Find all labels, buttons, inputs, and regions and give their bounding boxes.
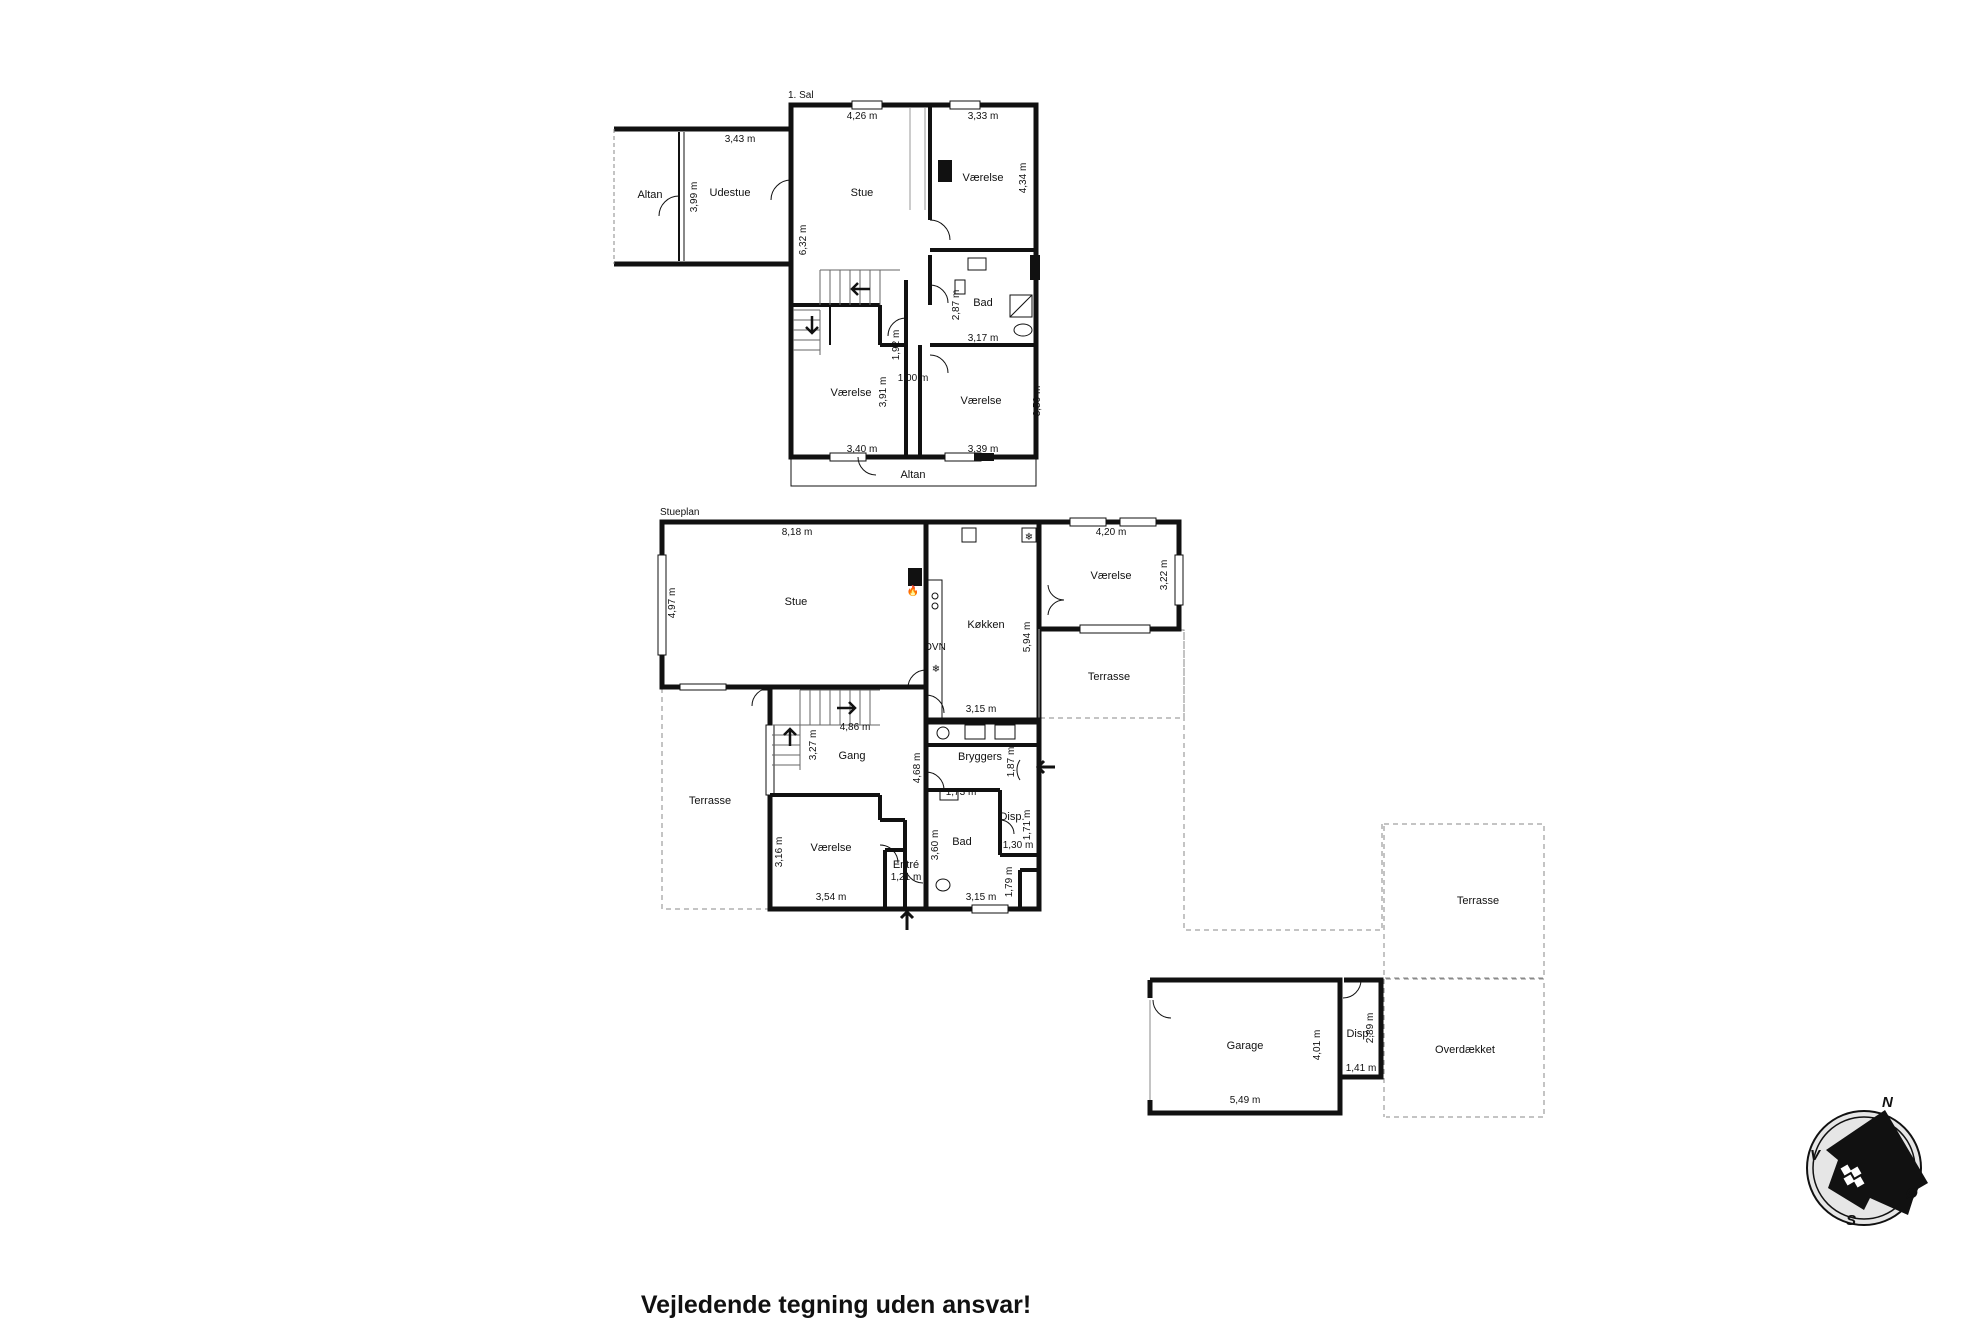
ground-room-entre: Entré xyxy=(893,859,919,871)
out-dim-garage-h: 4,01 m xyxy=(1312,1030,1323,1061)
ground-dim-disp-w: 1,30 m xyxy=(1003,840,1034,851)
upper-dim-vaerelse-w: 3,33 m xyxy=(968,111,999,122)
upper-dim-vaerelse-sw-h: 3,91 m xyxy=(878,377,889,408)
compass-west: V xyxy=(1810,1147,1822,1164)
ground-dim-vaerelse-h: 3,16 m xyxy=(774,837,785,868)
ground-dim-kokken-h: 5,94 m xyxy=(1022,622,1033,653)
ground-room-bryggers: Bryggers xyxy=(958,751,1003,763)
out-dim-disp-w: 1,41 m xyxy=(1346,1063,1377,1074)
ground-room-terrasse-east: Terrasse xyxy=(1088,671,1130,683)
out-dim-disp-h: 2,89 m xyxy=(1365,1013,1376,1044)
upper-dim-stue-w: 4,26 m xyxy=(847,111,878,122)
ground-dim-bad-h: 3,60 m xyxy=(930,830,941,861)
upper-room-stue: Stue xyxy=(851,187,874,199)
ground-floor-title: Stueplan xyxy=(660,507,699,518)
upper-dim-vaerelse-sw-w: 3,40 m xyxy=(847,444,878,455)
out-room-overdaekket: Overdækket xyxy=(1435,1044,1495,1056)
outbuilding: Terrasse Garage Disp. Overdækket 4,01 m … xyxy=(1147,823,1545,1118)
ground-room-terrasse-west: Terrasse xyxy=(689,795,731,807)
oven-label: OVN xyxy=(924,642,946,653)
upper-dim-hall-h: 1,92 m xyxy=(891,330,902,361)
out-dim-garage-w: 5,49 m xyxy=(1230,1095,1261,1106)
upper-room-altan: Altan xyxy=(637,189,662,201)
upper-room-udestue: Udestue xyxy=(710,187,751,199)
compass-east: Ø xyxy=(1906,1185,1919,1202)
upper-dim-bad-w: 3,17 m xyxy=(968,333,999,344)
fridge-icon: ❄ xyxy=(932,664,940,675)
fireplace-icon: 🔥 xyxy=(907,584,919,597)
ground-dim-shower-h: 1,79 m xyxy=(1004,867,1015,898)
upper-dim-vaerelse-h: 4,34 m xyxy=(1018,163,1029,194)
ground-dim-vaerelse-h: 3,22 m xyxy=(1159,560,1170,591)
upper-dim-udestue-h: 3,99 m xyxy=(689,182,700,213)
upper-dim-vaerelse-se-h: 3,50 m xyxy=(1032,386,1043,417)
ground-dim-gang-h: 3,27 m xyxy=(808,730,819,761)
ground-dim-bad-w: 3,15 m xyxy=(966,892,997,903)
ground-room-gang: Gang xyxy=(839,750,866,762)
ground-dim-stue-w: 8,18 m xyxy=(782,527,813,538)
ground-room-stue: Stue xyxy=(785,596,808,608)
ground-dim-gang-w: 4,86 m xyxy=(840,722,871,733)
freezer-icon: ❄ xyxy=(1025,532,1033,543)
compass-south: S xyxy=(1846,1212,1856,1229)
upper-room-vaerelse-se: Værelse xyxy=(961,395,1002,407)
upper-dim-hall-w: 1,00 m xyxy=(898,373,929,384)
out-room-disp: Disp. xyxy=(1346,1028,1371,1040)
upper-room-altan-balcony: Altan xyxy=(900,469,925,481)
disclaimer-text: Vejledende tegning uden ansvar! xyxy=(641,1291,1031,1319)
ground-room-vaerelse-ne: Værelse xyxy=(1091,570,1132,582)
house-arrow-icon xyxy=(1826,1110,1928,1215)
upper-room-vaerelse-sw: Værelse xyxy=(831,387,872,399)
ground-room-kokken: Køkken xyxy=(967,619,1004,631)
ground-room-bad: Bad xyxy=(952,836,972,848)
out-room-terrasse: Terrasse xyxy=(1457,895,1499,907)
upper-room-bad: Bad xyxy=(973,297,993,309)
upper-room-vaerelse-ne: Værelse xyxy=(963,172,1004,184)
ground-room-disp: Disp. xyxy=(999,811,1024,823)
upper-dim-vaerelse-se-w: 3,39 m xyxy=(968,444,999,455)
ground-dim-hall-h: 4,68 m xyxy=(912,753,923,784)
upper-floor-title: 1. Sal xyxy=(788,90,814,101)
compass-north: N xyxy=(1882,1094,1894,1111)
compass: N V Ø S xyxy=(1806,1094,1928,1229)
ground-dim-vaerelse-w: 3,54 m xyxy=(816,892,847,903)
upper-dim-udestue-w: 3,43 m xyxy=(725,134,756,145)
ground-dim-bad-w-top: 1,73 m xyxy=(946,787,977,798)
ground-dim-kokken-w: 3,15 m xyxy=(966,704,997,715)
ground-dim-entre-w: 1,21 m xyxy=(891,872,922,883)
out-room-garage: Garage xyxy=(1227,1040,1264,1052)
upper-dim-bad-h: 2,87 m xyxy=(951,290,962,321)
ground-dim-stue-h: 4,97 m xyxy=(667,588,678,619)
ground-room-vaerelse-sw: Værelse xyxy=(811,842,852,854)
ground-dim-vaerelse-w: 4,20 m xyxy=(1096,527,1127,538)
ground-dim-disp-h: 1,71 m xyxy=(1022,810,1033,841)
ground-floor: Stueplan xyxy=(657,507,1383,931)
upper-dim-stue-h: 6,32 m xyxy=(798,225,809,256)
ground-dim-bryggers-h: 1,87 m xyxy=(1006,747,1017,778)
upper-floor: 1. Sal xyxy=(613,90,1043,487)
